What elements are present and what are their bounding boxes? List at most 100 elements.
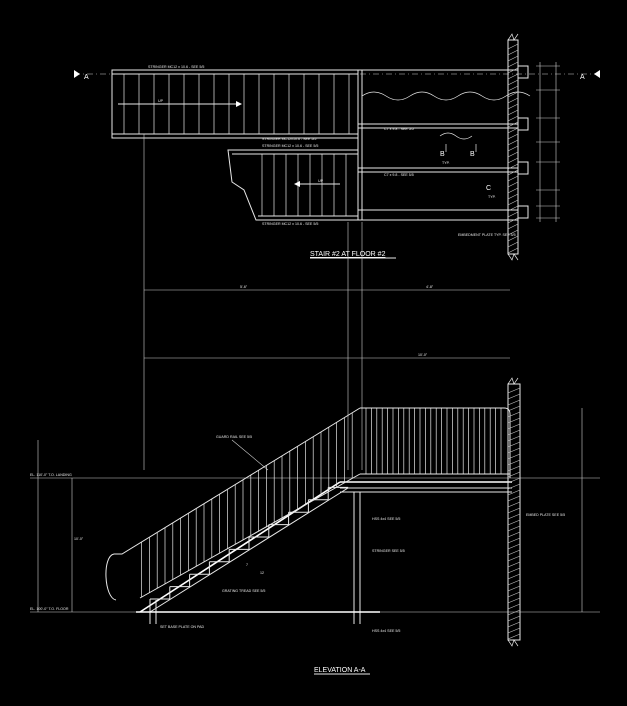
embed-note: EMBEDMENT PLATE TYP. SEE 5/5 (458, 233, 516, 237)
typ-c-note: TYP. (488, 195, 496, 199)
wall-hatch (507, 175, 519, 182)
rail-note: GUARD RAIL SEE 5/5 (216, 435, 252, 439)
wall-hatch (507, 501, 521, 508)
wall-hatch (507, 73, 519, 80)
wall-hatch (507, 109, 519, 116)
wall-hatch (507, 193, 519, 200)
height-label: 10'-0" (74, 537, 84, 541)
landing-note: EMBED PLATE SEE 5/5 (526, 513, 565, 517)
wall-hatch (507, 67, 519, 74)
wall-hatch (507, 537, 521, 544)
wall-hatch (507, 633, 521, 640)
wall-hatch (507, 43, 519, 50)
wall-hatch (507, 49, 519, 56)
wall-hatch (507, 471, 521, 478)
wall-hatch (507, 627, 521, 634)
wall-hatch (507, 181, 519, 188)
stringer-bot-note: STRINGER MC12 x 10.6 - SEE 5/5 (262, 222, 318, 226)
wall-hatch (507, 55, 519, 62)
wall-hatch (507, 393, 521, 400)
wall-hatch (507, 489, 521, 496)
dim-left: 5'-6" (240, 285, 248, 289)
wall-hatch (507, 79, 519, 86)
post-note-b: STRINGER SEE 5/5 (372, 549, 405, 553)
wall-hatch (507, 495, 521, 502)
wall-hatch (507, 543, 521, 550)
stringer-top-note: STRINGER MC12 x 10.6 - SEE 5/5 (148, 65, 204, 69)
post-note-c: HSS 4x4 SEE 5/5 (372, 629, 400, 633)
elevation-view: EL. 110'-0" T.O. LANDING EL. 100'-0" T.O… (30, 377, 600, 675)
wall-hatch (507, 121, 519, 128)
wall-hatch (507, 615, 521, 622)
wall-hatch (507, 477, 521, 484)
wall-hatch (507, 163, 519, 170)
wall-hatch (507, 169, 519, 176)
wall-hatch (507, 519, 521, 526)
wall-hatch (507, 151, 519, 158)
wall-hatch (507, 579, 521, 586)
wall-hatch (507, 187, 519, 194)
elevation-title: ELEVATION A-A (314, 667, 366, 674)
slope-rise: 7 (246, 563, 248, 567)
wall-hatch (507, 97, 519, 104)
wall-hatch (507, 61, 519, 68)
slope-run: 12 (260, 571, 264, 575)
wall-hatch (507, 447, 521, 454)
wall-hatch (507, 453, 521, 460)
wall-hatch (507, 513, 521, 520)
wall-hatch (507, 91, 519, 98)
section-marker-b-up: B (440, 151, 445, 158)
channel-note-b: C7 x 9.8 - SEE 5/5 (384, 173, 414, 177)
wall-hatch (507, 441, 521, 448)
wall-hatch (507, 459, 521, 466)
plan-up-b: UP (318, 179, 324, 183)
wall-hatch (507, 603, 521, 610)
plan-view: A A UP STRINGER MC12 x 10.6 - SEE 5/5 C7… (74, 33, 600, 261)
wall-hatch (507, 103, 519, 110)
wall-hatch (507, 591, 521, 598)
wall-hatch (507, 145, 519, 152)
post-note-a: HSS 4x4 SEE 5/5 (372, 517, 400, 521)
wall-hatch (507, 525, 521, 532)
floor-elev-label: EL. 100'-0" T.O. FLOOR (30, 607, 69, 611)
wall-hatch (507, 573, 521, 580)
wall-hatch (507, 235, 519, 242)
wall-hatch (507, 199, 519, 206)
wall-hatch (507, 531, 521, 538)
section-marker-b-down: B (470, 151, 475, 158)
wall-hatch (507, 247, 519, 254)
wall-hatch (507, 127, 519, 134)
wall-hatch (507, 555, 521, 562)
wall-hatch (507, 483, 521, 490)
wall-hatch (507, 507, 521, 514)
dimension-lines: 5'-6" 4'-8" 10'-0" (143, 134, 510, 470)
tread-note: GRATING TREAD SEE 5/5 (222, 589, 265, 593)
base-note: SET BASE PLATE ON PAD (160, 625, 205, 629)
wall-hatch (507, 411, 521, 418)
wall-hatch (507, 597, 521, 604)
wall-hatch (507, 417, 521, 424)
wall-hatch (507, 585, 521, 592)
wall-hatch (507, 399, 521, 406)
plan-up-a: UP (158, 99, 164, 103)
channel-note-a: C7 x 9.8 - SEE 5/5 (384, 127, 414, 131)
wall-hatch (507, 405, 521, 412)
wall-hatch (507, 217, 519, 224)
stringer-mid-note-b: STRINGER MC12 x 10.6 - SEE 5/5 (262, 144, 318, 148)
typ-b-note: TYP. (442, 161, 450, 165)
wall-hatch (507, 115, 519, 122)
wall-hatch (507, 429, 521, 436)
wall-hatch (507, 229, 519, 236)
wall-hatch (507, 609, 521, 616)
section-marker-left: A (84, 74, 89, 81)
wall-hatch (507, 157, 519, 164)
wall-hatch (507, 211, 519, 218)
dim-right: 4'-8" (426, 285, 434, 289)
wall-hatch (507, 205, 519, 212)
section-marker-right: A (580, 74, 585, 81)
wall-hatch (507, 567, 521, 574)
section-marker-c: C (486, 185, 491, 192)
wall-hatch (507, 387, 521, 394)
wall-hatch (507, 465, 521, 472)
wall-hatch (507, 85, 519, 92)
